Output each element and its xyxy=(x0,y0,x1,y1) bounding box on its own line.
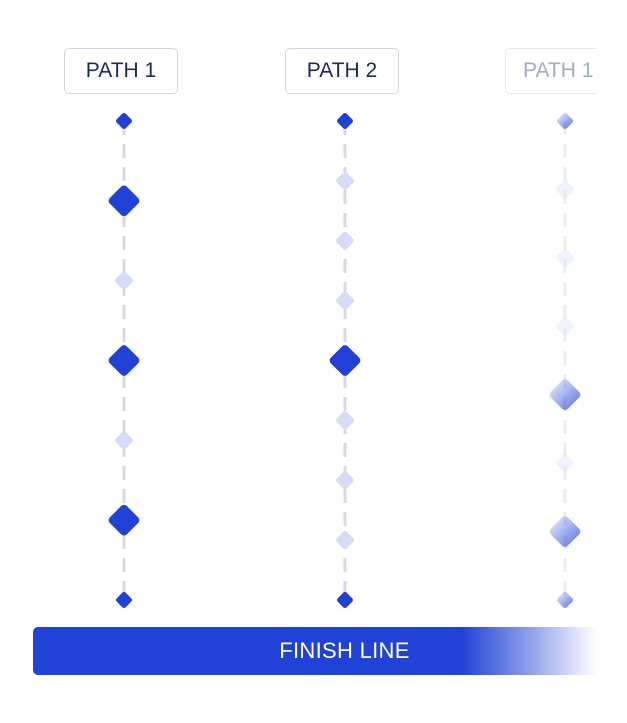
path-3-node-faint xyxy=(556,317,574,336)
path-1-node-big xyxy=(108,504,140,536)
path-3-node-faint xyxy=(556,454,574,473)
path-3-node-faint xyxy=(556,180,574,199)
path-2-node-big xyxy=(329,345,361,376)
path-3-label: PATH 1 xyxy=(505,48,597,94)
finish-line-bar: FINISH LINE xyxy=(33,627,597,675)
path-1-node-big xyxy=(108,345,140,376)
path-1-track xyxy=(108,113,140,608)
path-1-node-small xyxy=(116,592,132,608)
path-3-node-big xyxy=(549,379,581,411)
path-1-node-faint xyxy=(115,431,133,450)
path-1-label: PATH 1 xyxy=(64,48,178,94)
path-2-node-small xyxy=(337,592,353,608)
path-2-node-faint xyxy=(336,171,354,190)
path-3-track xyxy=(549,113,581,608)
path-2-node-faint xyxy=(336,471,354,490)
path-2-node-faint xyxy=(336,231,354,250)
path-1-node-small xyxy=(116,113,132,129)
path-2-node-faint xyxy=(336,531,354,550)
path-2-track xyxy=(329,113,361,608)
path-2-label: PATH 2 xyxy=(285,48,399,94)
path-3-node-faint xyxy=(556,248,574,267)
path-1-node-big xyxy=(108,185,140,217)
path-3-node-small xyxy=(557,592,573,608)
path-2-node-small xyxy=(337,113,353,129)
path-1-node-faint xyxy=(115,271,133,290)
path-3-node-big xyxy=(549,516,581,547)
finish-line-label: FINISH LINE xyxy=(279,638,410,663)
path-2-node-faint xyxy=(336,411,354,430)
path-2-node-faint xyxy=(336,291,354,310)
path-3-node-small xyxy=(557,113,573,129)
